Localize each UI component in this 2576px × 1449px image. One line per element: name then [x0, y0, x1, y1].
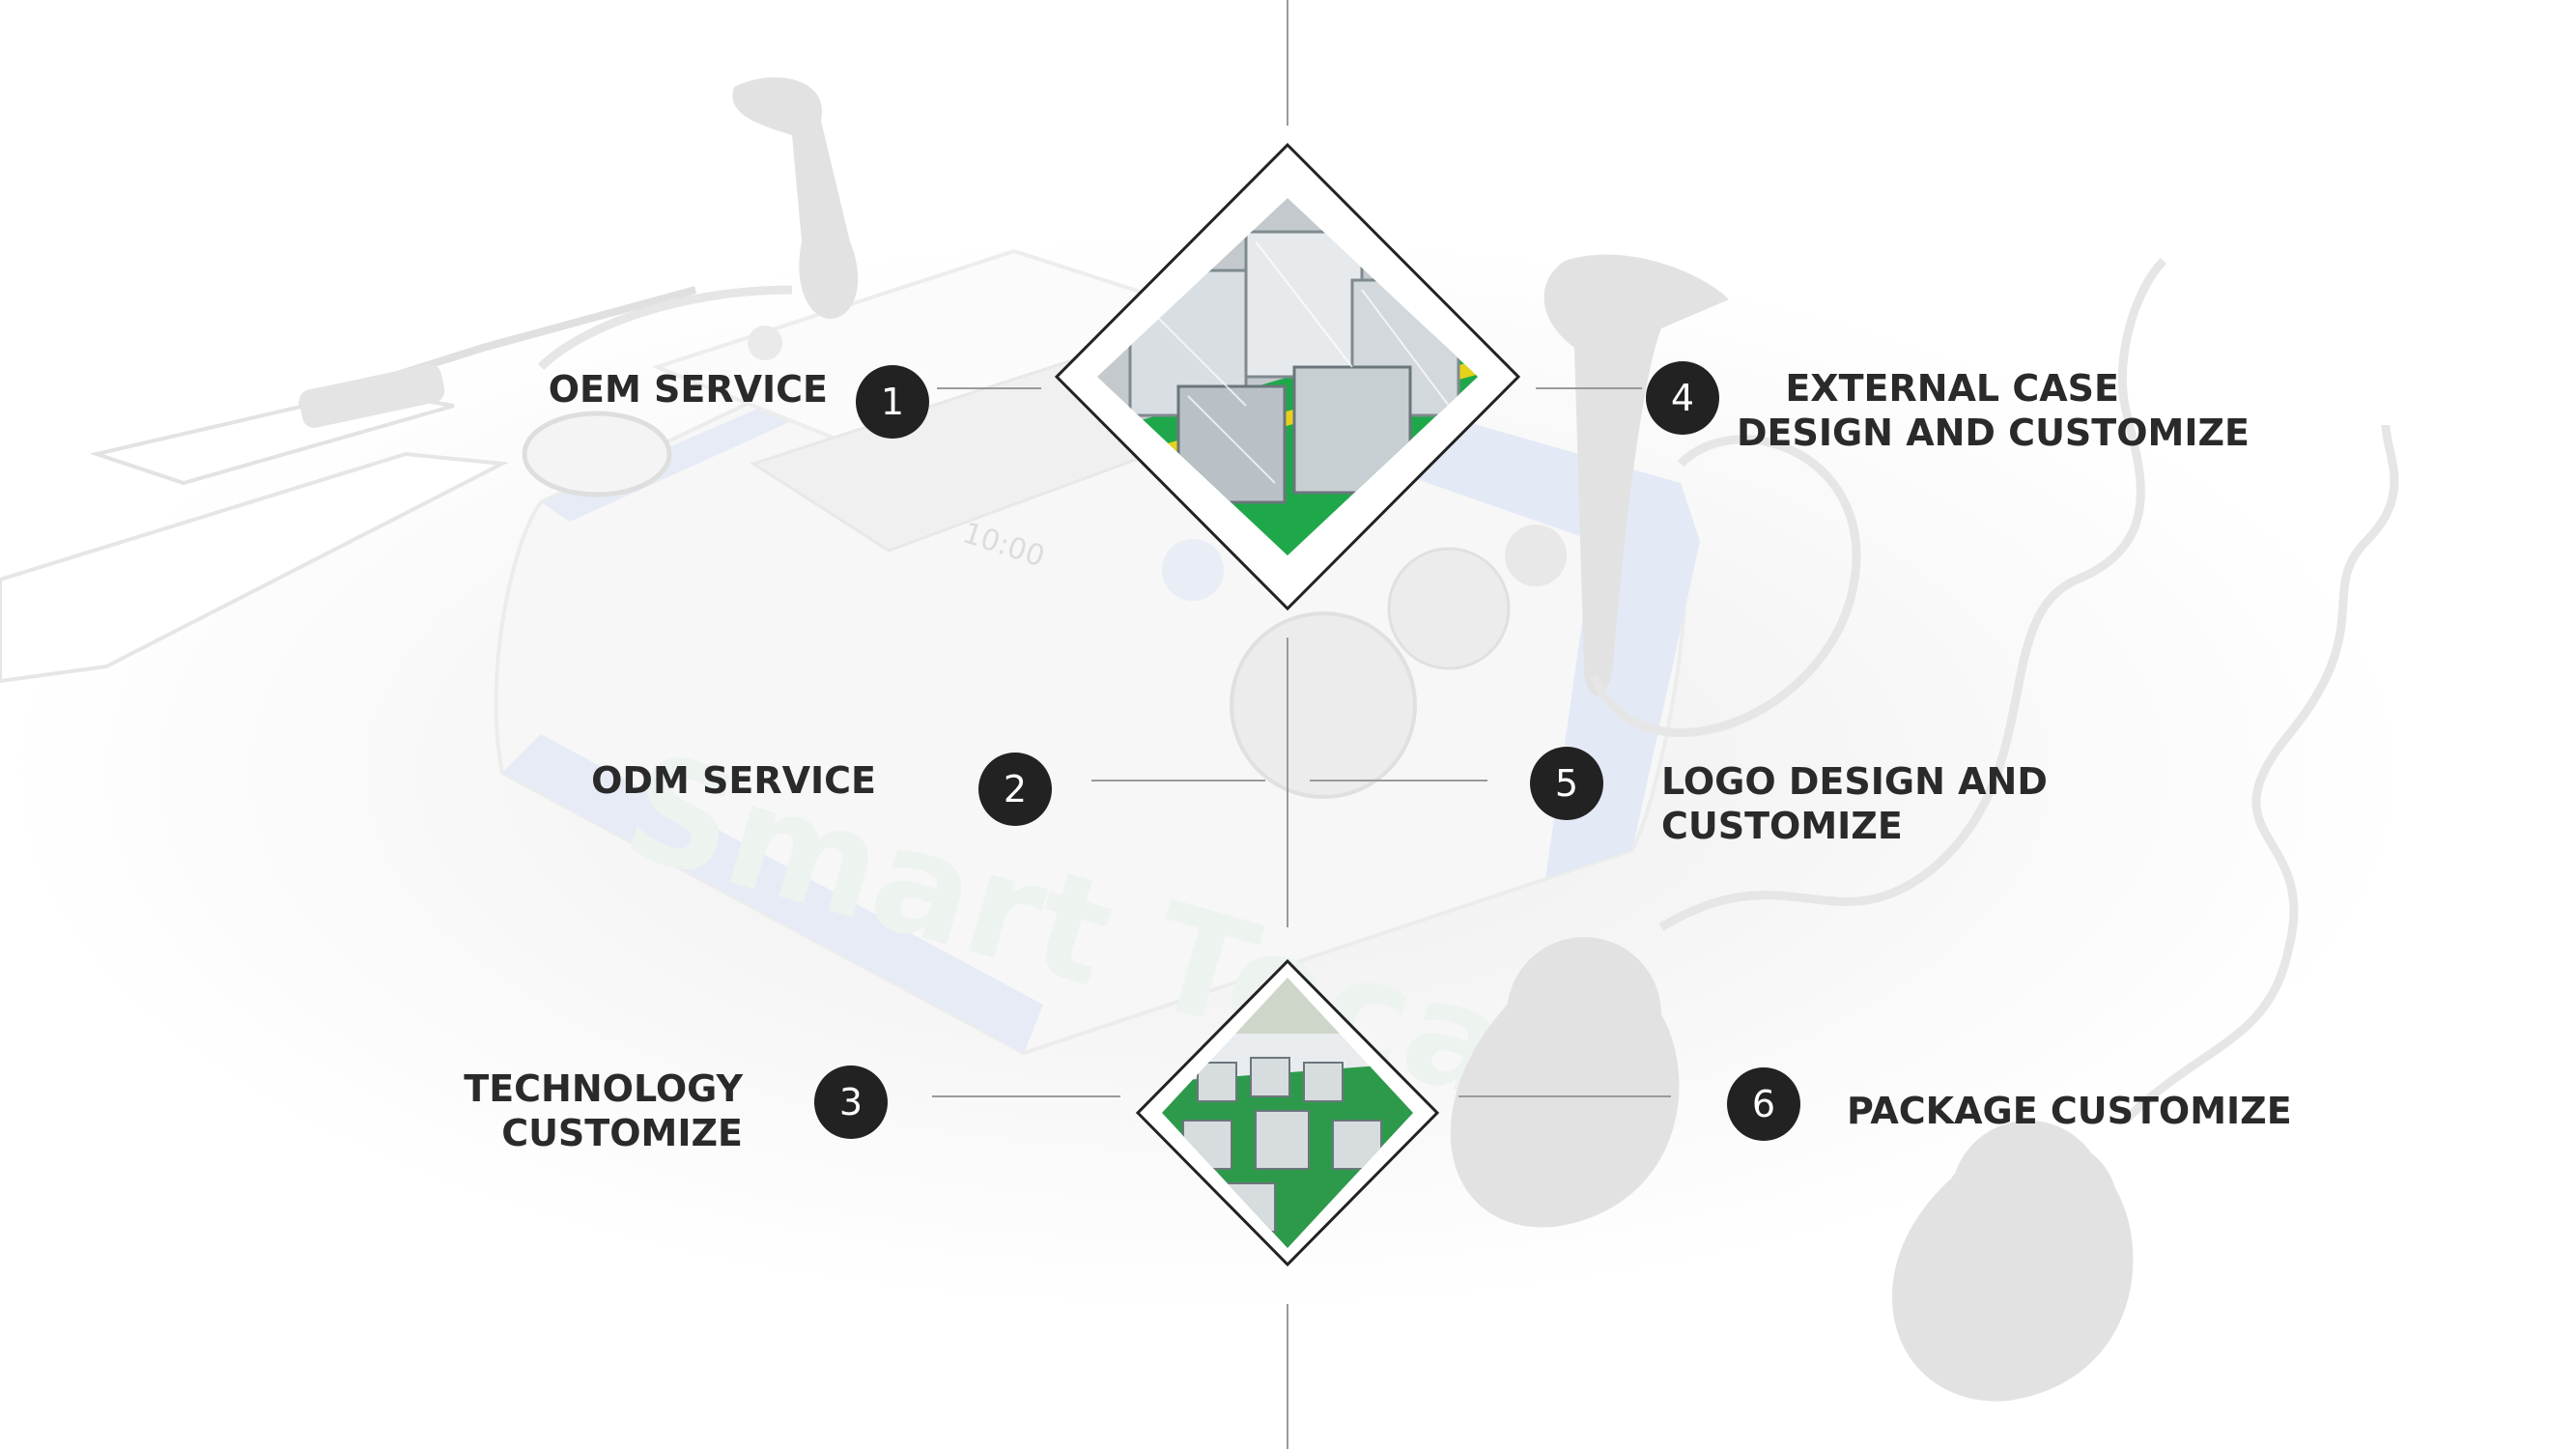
- service-label-5: LOGO DESIGN AND CUSTOMIZE: [1661, 759, 2048, 848]
- service-label-5-line-1: LOGO DESIGN AND: [1661, 760, 2048, 803]
- service-label-3: TECHNOLOGY CUSTOMIZE: [464, 1066, 743, 1155]
- service-label-4-line-2: DESIGN AND CUSTOMIZE: [1736, 412, 2250, 454]
- service-label-6-line-1: PACKAGE CUSTOMIZE: [1847, 1090, 2292, 1132]
- service-label-4-line-1: EXTERNAL CASE: [1785, 367, 2119, 410]
- handpieces: [732, 77, 2134, 1402]
- service-label-2-line-1: ODM SERVICE: [591, 759, 876, 802]
- service-label-5-line-2: CUSTOMIZE: [1661, 805, 1903, 847]
- badge-2: 2: [978, 753, 1052, 826]
- badge-6: 6: [1727, 1067, 1800, 1141]
- service-label-1-line-1: OEM SERVICE: [548, 368, 828, 411]
- badge-5: 5: [1530, 747, 1603, 820]
- service-label-3-line-2: CUSTOMIZE: [501, 1112, 743, 1154]
- badge-4: 4: [1646, 361, 1719, 435]
- service-label-3-line-1: TECHNOLOGY: [464, 1067, 743, 1110]
- badge-1: 1: [856, 365, 929, 439]
- cables: [537, 257, 2399, 1124]
- service-label-1: OEM SERVICE: [549, 367, 828, 412]
- service-label-6: PACKAGE CUSTOMIZE: [1847, 1089, 2292, 1133]
- service-label-2: ODM SERVICE: [591, 758, 876, 803]
- paddle-pads: [0, 286, 697, 684]
- service-label-4: EXTERNAL CASE DESIGN AND CUSTOMIZE: [1737, 366, 2250, 455]
- badge-3: 3: [814, 1065, 888, 1139]
